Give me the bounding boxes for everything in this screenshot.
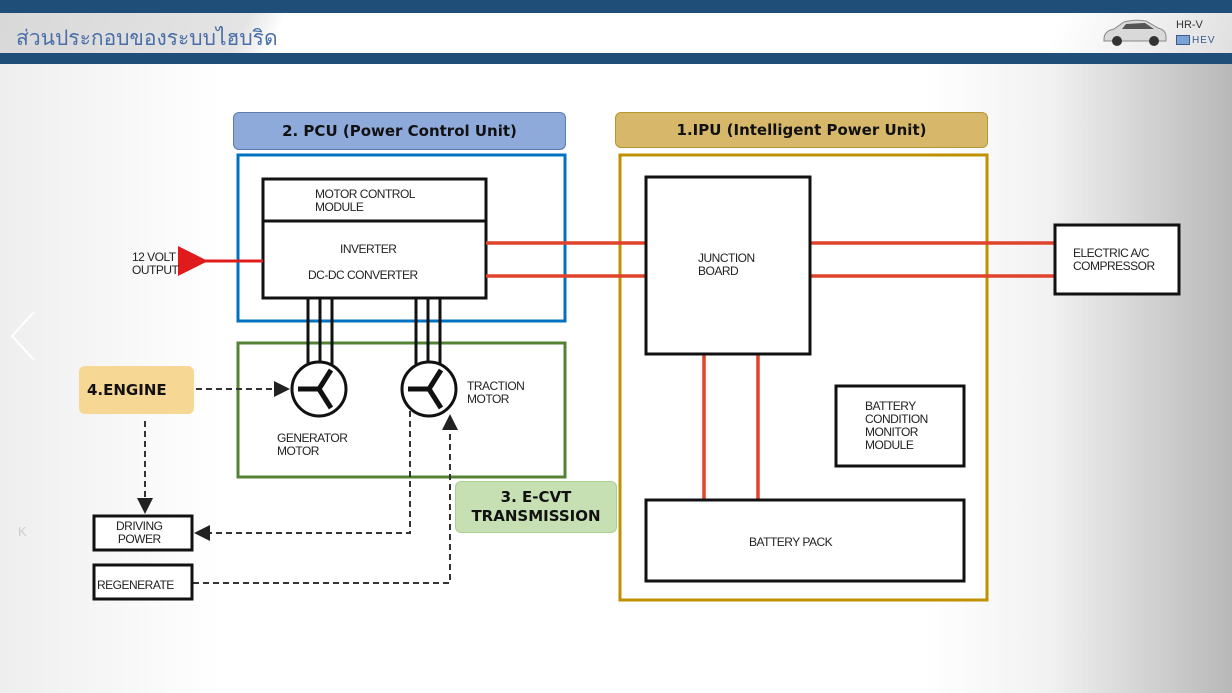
battery-condition-monitor-box (834, 384, 966, 468)
motor-control-box (261, 177, 488, 300)
header-top-bar (0, 0, 1232, 13)
title-band (0, 13, 1232, 53)
first-slide-icon[interactable]: K (18, 524, 27, 539)
pcu-label: 2. PCU (Power Control Unit) (233, 112, 566, 150)
ipu-label: 1.IPU (Intelligent Power Unit) (615, 112, 988, 148)
engine-label: 4.ENGINE (79, 366, 194, 414)
hrv-hev-logo: HR-V HEV (1100, 15, 1230, 51)
inverter-label: INVERTER (340, 242, 397, 256)
regenerate-label: REGENERATE (97, 578, 174, 592)
car-icon (1103, 19, 1167, 46)
regenerate-box (92, 563, 194, 601)
regenerate-to-traction-flow (193, 414, 458, 584)
three-phase-wires-generator (306, 298, 334, 364)
page-title: ส่วนประกอบของระบบไฮบริด (16, 26, 278, 50)
ecvt-label-line2: TRANSMISSION (471, 507, 601, 525)
traction-to-driving-flow (194, 411, 411, 541)
previous-slide-icon[interactable] (8, 310, 38, 362)
ecvt-border (236, 341, 567, 479)
ac-compressor-box (1053, 223, 1181, 296)
battery-pack-box (644, 498, 966, 583)
logo-model: HR-V (1176, 19, 1203, 31)
three-phase-wires-traction (414, 298, 442, 364)
driving-power-box (92, 514, 194, 552)
logo-hev-text: HEV (1192, 35, 1216, 46)
header-bottom-bar (0, 53, 1232, 64)
logo-hev: HEV (1176, 35, 1216, 46)
generator-motor-icon (290, 360, 348, 418)
traction-motor-icon (400, 360, 458, 418)
ehev-badge-icon (1176, 35, 1190, 46)
dcdc-converter-label: DC-DC CONVERTER (308, 268, 418, 282)
ecvt-label-line1: 3. E-CVT (500, 488, 572, 506)
battery-pack-label: BATTERY PACK (749, 535, 833, 549)
junction-board-box (644, 175, 812, 356)
pcu-border (236, 153, 567, 323)
